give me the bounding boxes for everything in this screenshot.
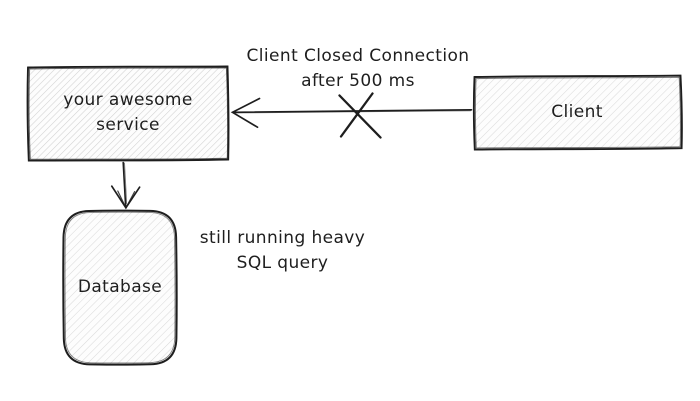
database-node-label: Database: [77, 277, 163, 297]
arrowhead-left-icon: [230, 97, 261, 129]
connection-annotation-line1: Client Closed Connection: [246, 46, 470, 66]
service-node-shape: [26, 65, 230, 162]
database-status-line2: SQL query: [236, 253, 329, 273]
database-status-annotation: still running heavy SQL query: [180, 226, 385, 276]
client-node-shape: [472, 74, 683, 151]
connection-annotation-line2: after 500 ms: [301, 71, 415, 91]
database-node-shape: [62, 209, 178, 366]
service-to-database-arrow: [110, 161, 141, 210]
connection-annotation: Client Closed Connection after 500 ms: [233, 44, 483, 94]
closed-connection-arrow: [230, 92, 473, 139]
x-mark-icon: [338, 92, 382, 139]
service-node-label: your awesome service: [63, 90, 193, 135]
database-status-line1: still running heavy: [199, 228, 366, 248]
client-node-label: Client: [551, 102, 603, 122]
